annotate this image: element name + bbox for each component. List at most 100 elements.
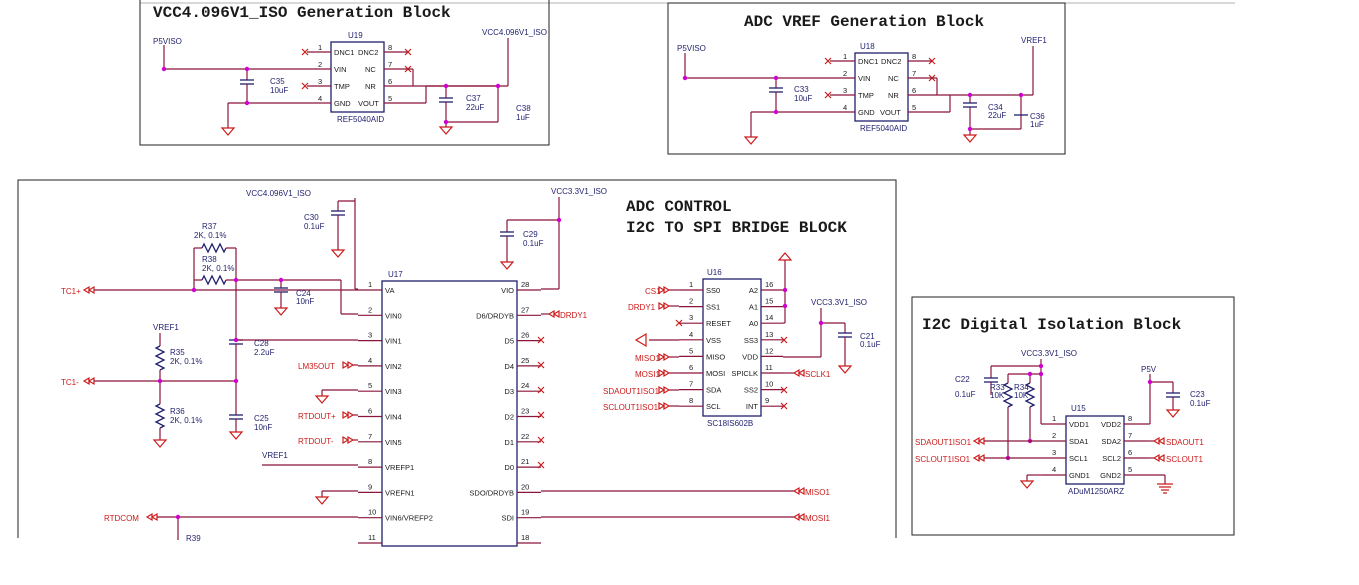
u18-p5v-label: P5VISO [677, 44, 706, 53]
svg-text:SCLK1: SCLK1 [805, 370, 831, 379]
svg-text:2K, 0.1%: 2K, 0.1% [170, 357, 202, 366]
svg-text:C21: C21 [860, 332, 875, 341]
svg-text:C22: C22 [955, 375, 970, 384]
u15-ref: U15 [1071, 404, 1086, 413]
u17-pin-left-8-name: VREFN1 [385, 488, 415, 497]
u17-ref: U17 [388, 270, 403, 279]
u15-pin-right-2-number: 6 [1128, 448, 1132, 457]
svg-text:DRDY1: DRDY1 [628, 303, 656, 312]
u16-pin-right-1-name: A1 [749, 303, 758, 312]
u17-pin-right-0-name: VIO [501, 286, 514, 295]
svg-text:SDAOUT1ISO1: SDAOUT1ISO1 [915, 438, 972, 447]
u15-ic: U15 ADuM1250ARZ [1065, 404, 1125, 496]
u19-p5v-label: P5VISO [153, 37, 182, 46]
u16-pin-left-4-number: 5 [689, 346, 693, 355]
u15-pin-right-2-name: SCL2 [1102, 454, 1121, 463]
u15-pin-left-2-number: 3 [1052, 448, 1056, 457]
u17-pin-left-2-number: 3 [368, 331, 372, 340]
u19-pin1: 1 [318, 43, 322, 52]
adc-control-title: ADC CONTROL [626, 198, 732, 216]
u19-pinname8: DNC2 [358, 48, 378, 57]
svg-text:10nF: 10nF [296, 297, 314, 306]
svg-text:VREF1: VREF1 [262, 451, 288, 460]
u19-pinname3: TMP [334, 82, 350, 91]
u17-pin-right-0-number: 28 [521, 280, 529, 289]
svg-text:3: 3 [843, 86, 847, 95]
u15-pin-right-0-name: VDD2 [1101, 420, 1121, 429]
svg-text:C24: C24 [296, 289, 311, 298]
svg-text:LM35OUT: LM35OUT [298, 362, 335, 371]
svg-text:R35: R35 [170, 348, 185, 357]
svg-text:0.1uF: 0.1uF [523, 239, 544, 248]
svg-text:CS1: CS1 [645, 287, 661, 296]
u18-vref-label: VREF1 [1021, 36, 1047, 45]
c37-value: 22uF [466, 103, 484, 112]
svg-text:TMP: TMP [858, 91, 874, 100]
svg-text:6: 6 [912, 86, 916, 95]
u16-pin-right-7-number: 9 [765, 396, 769, 405]
svg-text:C36: C36 [1030, 112, 1045, 121]
svg-text:1uF: 1uF [1030, 120, 1044, 129]
svg-text:NR: NR [888, 91, 899, 100]
u16-pin-right-7-name: INT [746, 402, 759, 411]
u16-pin-left-4-name: MISO [706, 352, 725, 361]
svg-text:MISO1: MISO1 [635, 354, 660, 363]
u16-pin-right-0-number: 16 [765, 280, 773, 289]
u17-pin-right-1-number: 27 [521, 305, 529, 314]
u17-pin-right-5-number: 23 [521, 407, 529, 416]
adc-vref-frame [667, 2, 1066, 155]
u15-part: ADuM1250ARZ [1068, 487, 1124, 496]
svg-text:R39: R39 [186, 534, 201, 543]
svg-text:SCLOUT1ISO1: SCLOUT1ISO1 [915, 455, 971, 464]
u17-pin-left-3-name: VIN2 [385, 362, 402, 371]
u17-pin-right-4-number: 24 [521, 381, 529, 390]
c37-ref: C37 [466, 94, 481, 103]
vcc-gen-frame [139, 0, 550, 146]
u17-pin-right-4-name: D3 [504, 387, 514, 396]
u19-pinname4: GND [334, 99, 351, 108]
svg-text:VCC3.3V1_ISO: VCC3.3V1_ISO [811, 298, 867, 307]
u17-pins: 1VA2VIN03VIN14VIN25VIN36VIN47VIN58VREFP1… [358, 280, 545, 544]
u19-pinname5: VOUT [358, 99, 379, 108]
u16-pin-right-6-name: SS2 [744, 386, 758, 395]
svg-text:C23: C23 [1190, 390, 1205, 399]
svg-text:5: 5 [912, 103, 916, 112]
u16-pin-right-5-number: 11 [765, 363, 773, 372]
svg-text:SDAOUT1: SDAOUT1 [1166, 438, 1204, 447]
u17-pin-right-6-number: 22 [521, 432, 529, 441]
adc-control-frame [17, 179, 897, 538]
u16-pin-left-5-name: MOSI [706, 369, 725, 378]
u15-pin-left-3-name: GND1 [1069, 471, 1090, 480]
u17-pin-left-1-number: 2 [368, 305, 372, 314]
u17-ic: U17 [381, 270, 518, 547]
u18-nc-marks [824, 57, 936, 99]
i2c-iso-title: I2C Digital Isolation Block [922, 316, 1182, 334]
svg-text:VCC4.096V1_ISO: VCC4.096V1_ISO [246, 189, 311, 198]
u16-pin-left-2-number: 3 [689, 313, 693, 322]
svg-text:VCC3.3V1_ISO: VCC3.3V1_ISO [551, 187, 607, 196]
svg-text:1: 1 [843, 52, 847, 61]
u15-pin-left-3-number: 4 [1052, 465, 1056, 474]
svg-text:NC: NC [888, 74, 899, 83]
u16-pin-left-2-name: RESET [706, 319, 731, 328]
u17-pin-left-10-number: 11 [368, 533, 376, 542]
u18-ic: U18 REF5040AID 1 2 3 4 DNC1 VIN TMP GND … [830, 42, 932, 133]
svg-text:SCLOUT1ISO1: SCLOUT1ISO1 [603, 403, 659, 412]
u16-pin-left-0-name: SS0 [706, 286, 720, 295]
svg-text:SDAOUT1ISO1: SDAOUT1ISO1 [603, 387, 660, 396]
svg-text:MOSI1: MOSI1 [635, 370, 660, 379]
u19-vcc-label: VCC4.096V1_ISO [482, 28, 547, 37]
u17-pin-right-7-number: 21 [521, 457, 529, 466]
adc-vref-title: ADC VREF Generation Block [744, 13, 984, 31]
svg-text:VCC3.3V1_ISO: VCC3.3V1_ISO [1021, 349, 1077, 358]
u17-pin-right-8-number: 20 [521, 482, 529, 491]
u17-pin-left-0-name: VA [385, 286, 394, 295]
u16-pin-right-4-name: VDD [742, 352, 758, 361]
svg-text:2.2uF: 2.2uF [254, 348, 275, 357]
u17-pin-left-6-name: VIN5 [385, 438, 402, 447]
svg-text:VOUT: VOUT [880, 108, 901, 117]
u17-pin-right-6-name: D1 [504, 438, 514, 447]
svg-text:R38: R38 [202, 255, 217, 264]
u16-ref: U16 [707, 268, 722, 277]
u16-pin-right-3-number: 13 [765, 330, 773, 339]
